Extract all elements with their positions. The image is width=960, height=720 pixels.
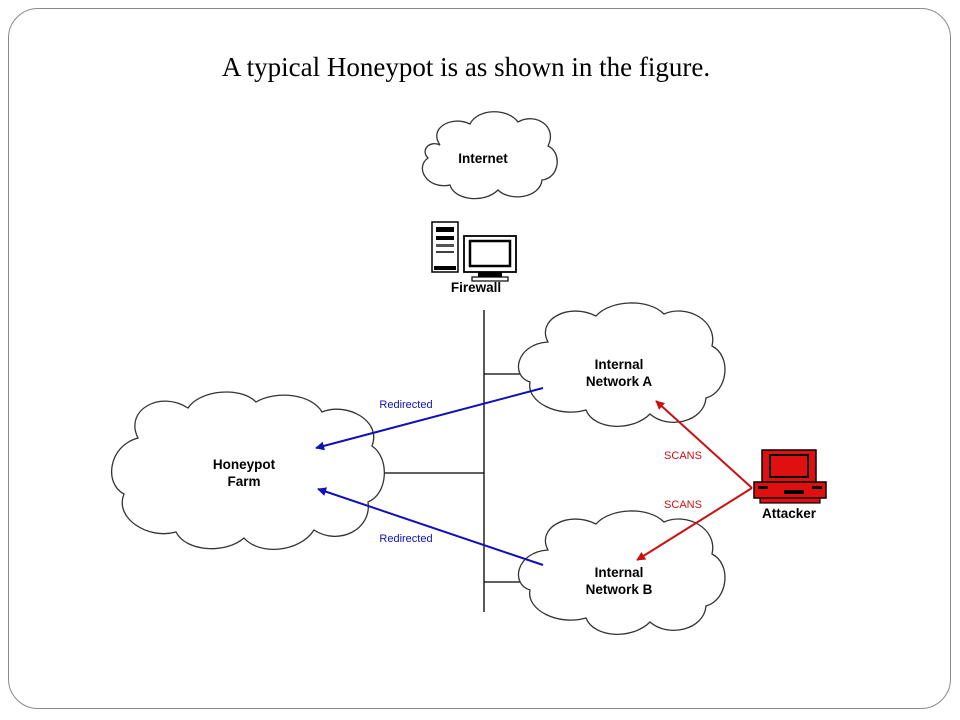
computer-terminal-icon [753, 449, 827, 504]
attacker-label: Attacker [762, 506, 817, 521]
honeypot-label-line1: Honeypot [213, 457, 276, 472]
network-a-label-line2: Network A [586, 374, 653, 389]
computer-workstation-icon [431, 221, 517, 282]
internet-cloud: Internet [421, 111, 558, 200]
network-b-label-line1: Internal [595, 565, 644, 580]
network-a-cloud: Internal Network A [517, 302, 726, 427]
redirect-arrow-bottom [317, 487, 544, 566]
redirected-label-bottom: Redirected [379, 533, 432, 545]
scan-arrow-network-a [655, 400, 753, 489]
slide-title: A typical Honeypot is as shown in the fi… [221, 52, 711, 82]
redirect-arrow-top [315, 387, 544, 451]
scan-arrow-network-b [636, 487, 753, 561]
network-a-label-line1: Internal [595, 357, 644, 372]
scans-label-bottom: SCANS [664, 499, 702, 511]
honeypot-farm-cloud: Honeypot Farm [111, 391, 385, 550]
redirected-label-top: Redirected [379, 399, 432, 411]
network-backbone [380, 310, 520, 612]
honeypot-label-line2: Farm [227, 474, 260, 489]
scans-label-top: SCANS [664, 450, 702, 462]
network-b-label-line2: Network B [586, 582, 653, 597]
network-b-cloud: Internal Network B [517, 510, 726, 635]
firewall-label: Firewall [451, 280, 501, 295]
internet-label: Internet [458, 151, 508, 166]
